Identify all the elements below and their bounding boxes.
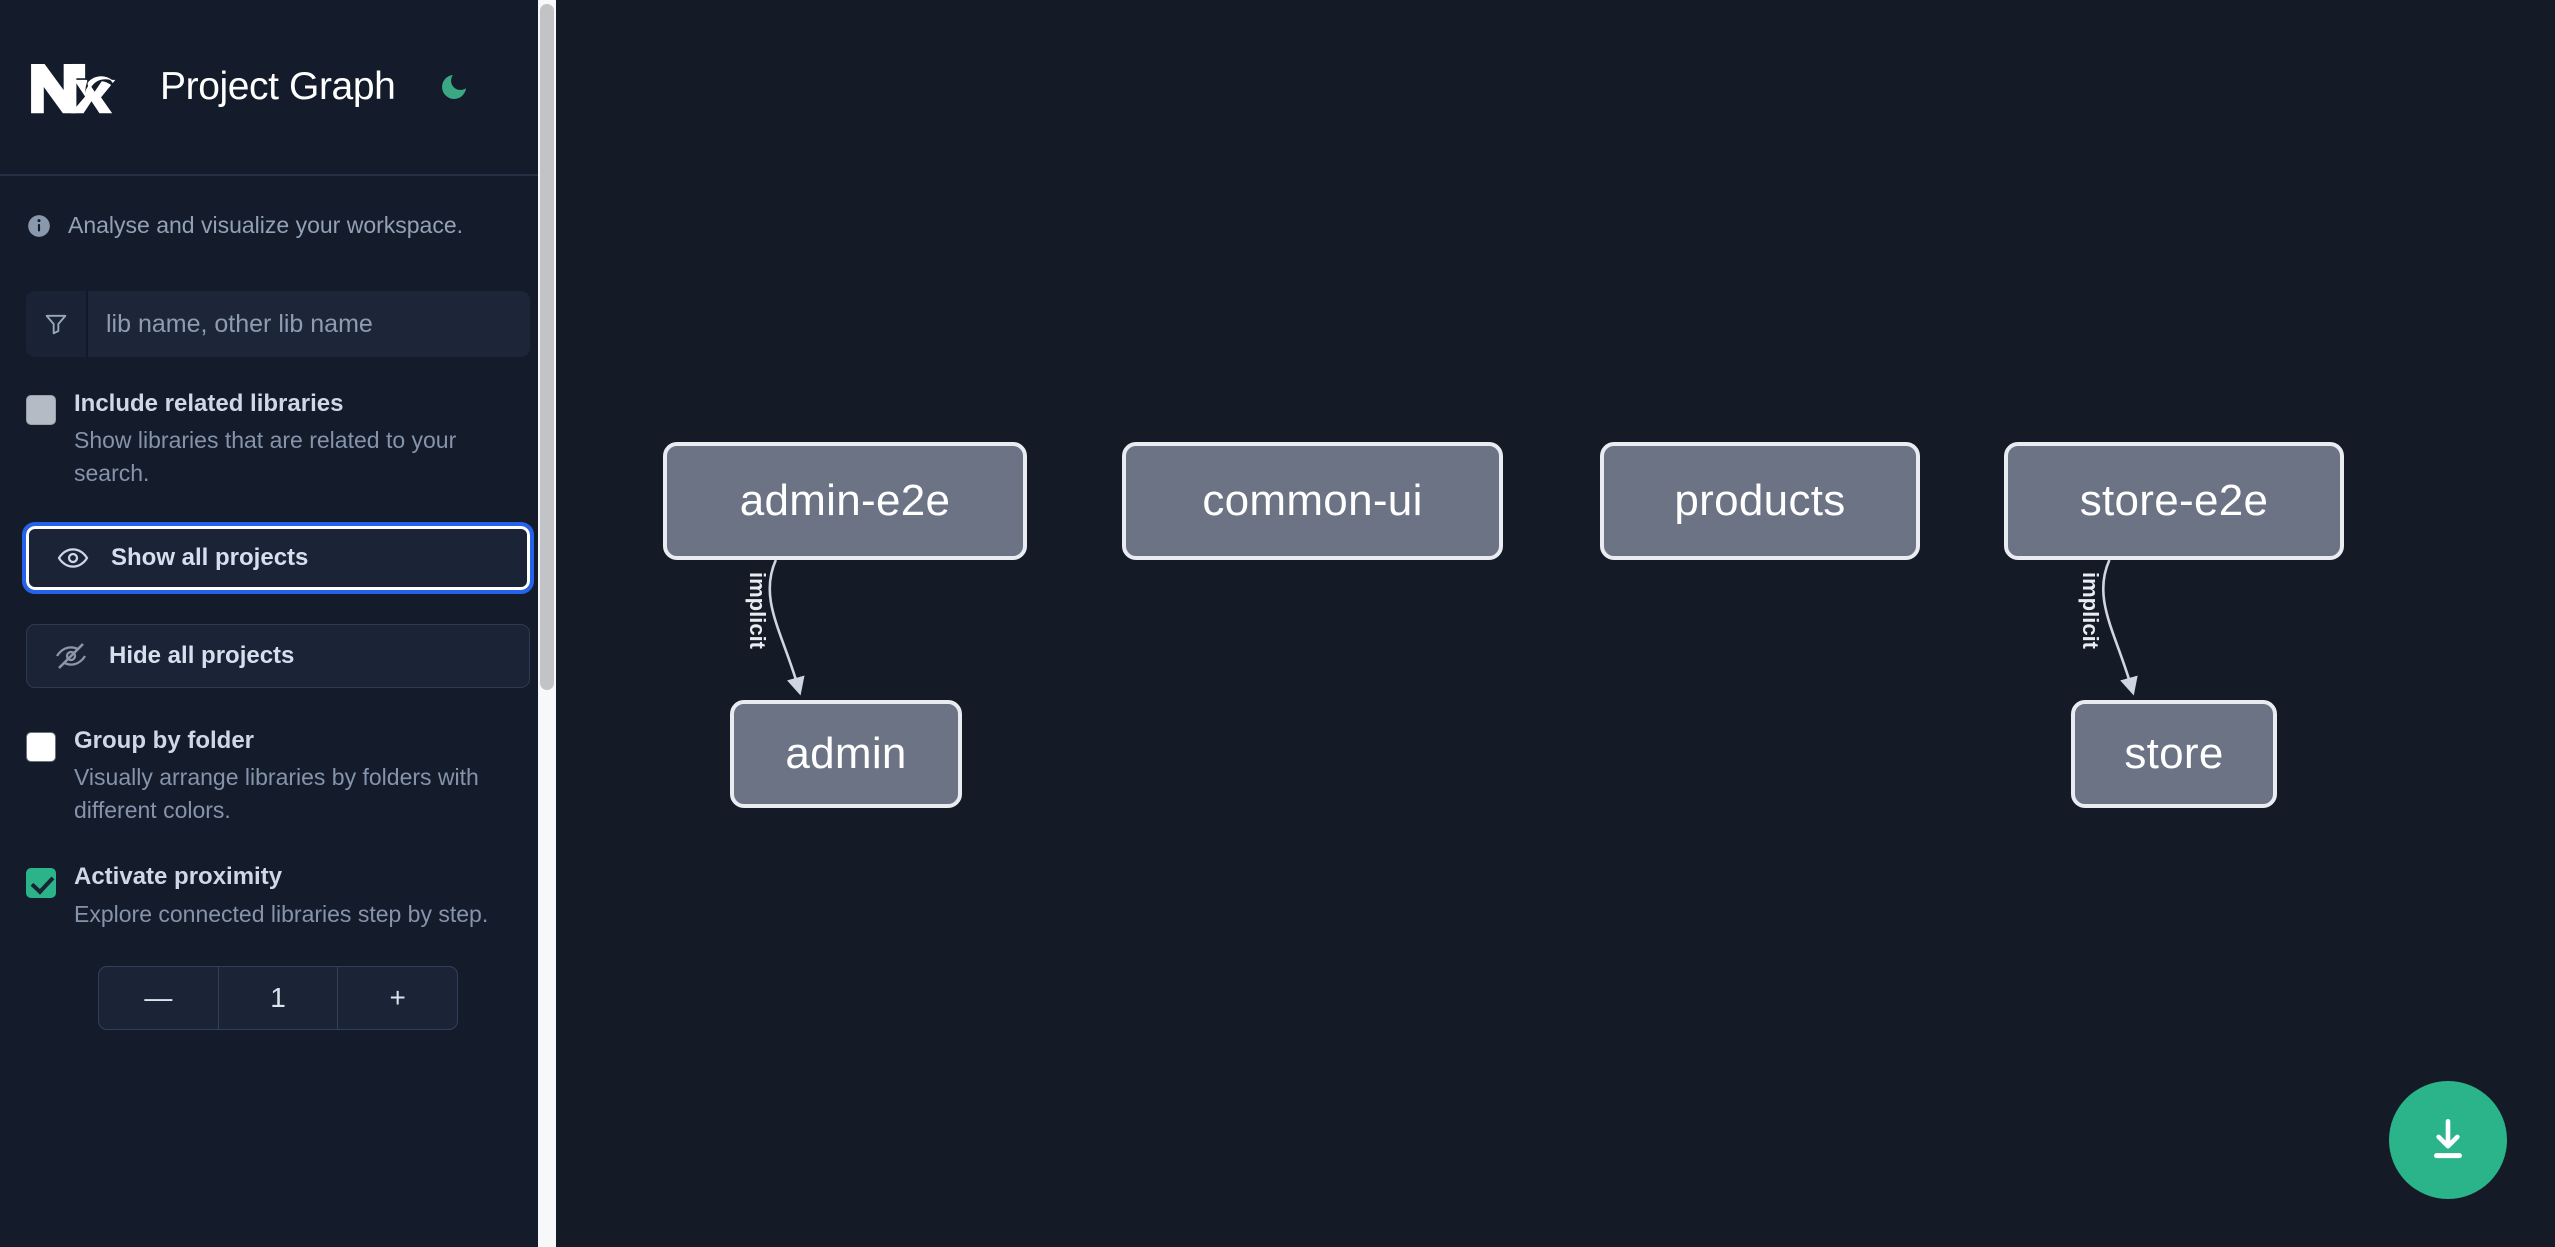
sidebar-header: Project Graph [0, 0, 556, 176]
option-label: Activate proximity [74, 863, 283, 891]
sidebar-scrollbar-thumb[interactable] [540, 4, 554, 690]
graph-node-admin-e2e[interactable]: admin-e2e [663, 442, 1027, 560]
stepper-value: 1 [217, 967, 339, 1030]
option-group-by-folder[interactable]: Group by folder Visually arrange librari… [26, 726, 530, 827]
option-description: Show libraries that are related to your … [74, 427, 457, 487]
sidebar: Project Graph Analyse and visualize your… [0, 0, 556, 1247]
filter-icon [26, 291, 88, 357]
graph-edge-label: implicit [744, 572, 770, 650]
tagline-text: Analyse and visualize your workspace. [68, 212, 464, 238]
hide-all-projects-label: Hide all projects [109, 641, 295, 669]
graph-node-store-e2e[interactable]: store-e2e [2004, 442, 2344, 560]
graph-node-store[interactable]: store [2071, 700, 2277, 808]
show-all-projects-button[interactable]: Show all projects [22, 521, 534, 594]
nx-logo-icon [26, 56, 122, 118]
checkbox-activate-proximity[interactable] [26, 868, 56, 899]
stepper-decrement-button[interactable]: — [144, 982, 173, 1014]
option-description: Explore connected libraries step by step… [74, 900, 489, 927]
checkbox-group-by-folder[interactable] [26, 731, 56, 762]
download-graph-button[interactable] [2389, 1081, 2507, 1199]
eye-icon [57, 542, 89, 574]
stepper-increment-button[interactable]: + [389, 982, 406, 1014]
option-description: Visually arrange libraries by folders wi… [74, 764, 479, 823]
graph-edge-admin-e2e-to-admin [768, 559, 805, 696]
graph-edge-label: implicit [2078, 572, 2104, 650]
option-label: Group by folder [74, 726, 254, 754]
option-label: Include related libraries [74, 390, 344, 417]
show-all-projects-label: Show all projects [111, 543, 309, 571]
graph-canvas[interactable]: admin-e2e common-ui products store-e2e admin… [556, 0, 2555, 1247]
graph-layer: admin-e2e common-ui products store-e2e admin… [556, 0, 2555, 1247]
page-title: Project Graph [160, 65, 396, 108]
graph-node-label: admin-e2e [739, 476, 951, 525]
search-input[interactable] [88, 291, 530, 357]
graph-node-common-ui[interactable]: common-ui [1122, 442, 1503, 560]
moon-icon[interactable] [433, 66, 475, 108]
graph-node-admin[interactable]: admin [730, 700, 962, 808]
option-include-related-libraries[interactable]: Include related libraries Show libraries… [26, 390, 530, 490]
sidebar-body: Analyse and visualize your workspace. In… [0, 212, 556, 1031]
tagline: Analyse and visualize your workspace. [26, 212, 530, 239]
graph-edge-store-e2e-to-store [2101, 559, 2138, 696]
proximity-stepper[interactable]: — 1 + [98, 966, 458, 1031]
graph-node-label: store-e2e [2079, 476, 2269, 525]
graph-node-label: common-ui [1202, 476, 1423, 525]
info-icon [26, 213, 52, 239]
graph-node-label: products [1674, 476, 1846, 525]
option-activate-proximity[interactable]: Activate proximity Explore connected lib… [26, 864, 530, 930]
graph-node-label: admin [785, 729, 907, 778]
sidebar-scrollbar[interactable] [538, 0, 556, 1247]
graph-edges [768, 559, 2138, 696]
hide-all-projects-button[interactable]: Hide all projects [26, 623, 530, 688]
graph-node-label: store [2124, 729, 2224, 778]
graph-node-products[interactable]: products [1600, 442, 1920, 560]
checkbox-include-related-libraries[interactable] [26, 395, 56, 425]
eye-off-icon [55, 640, 87, 672]
filter-box[interactable] [26, 291, 530, 357]
